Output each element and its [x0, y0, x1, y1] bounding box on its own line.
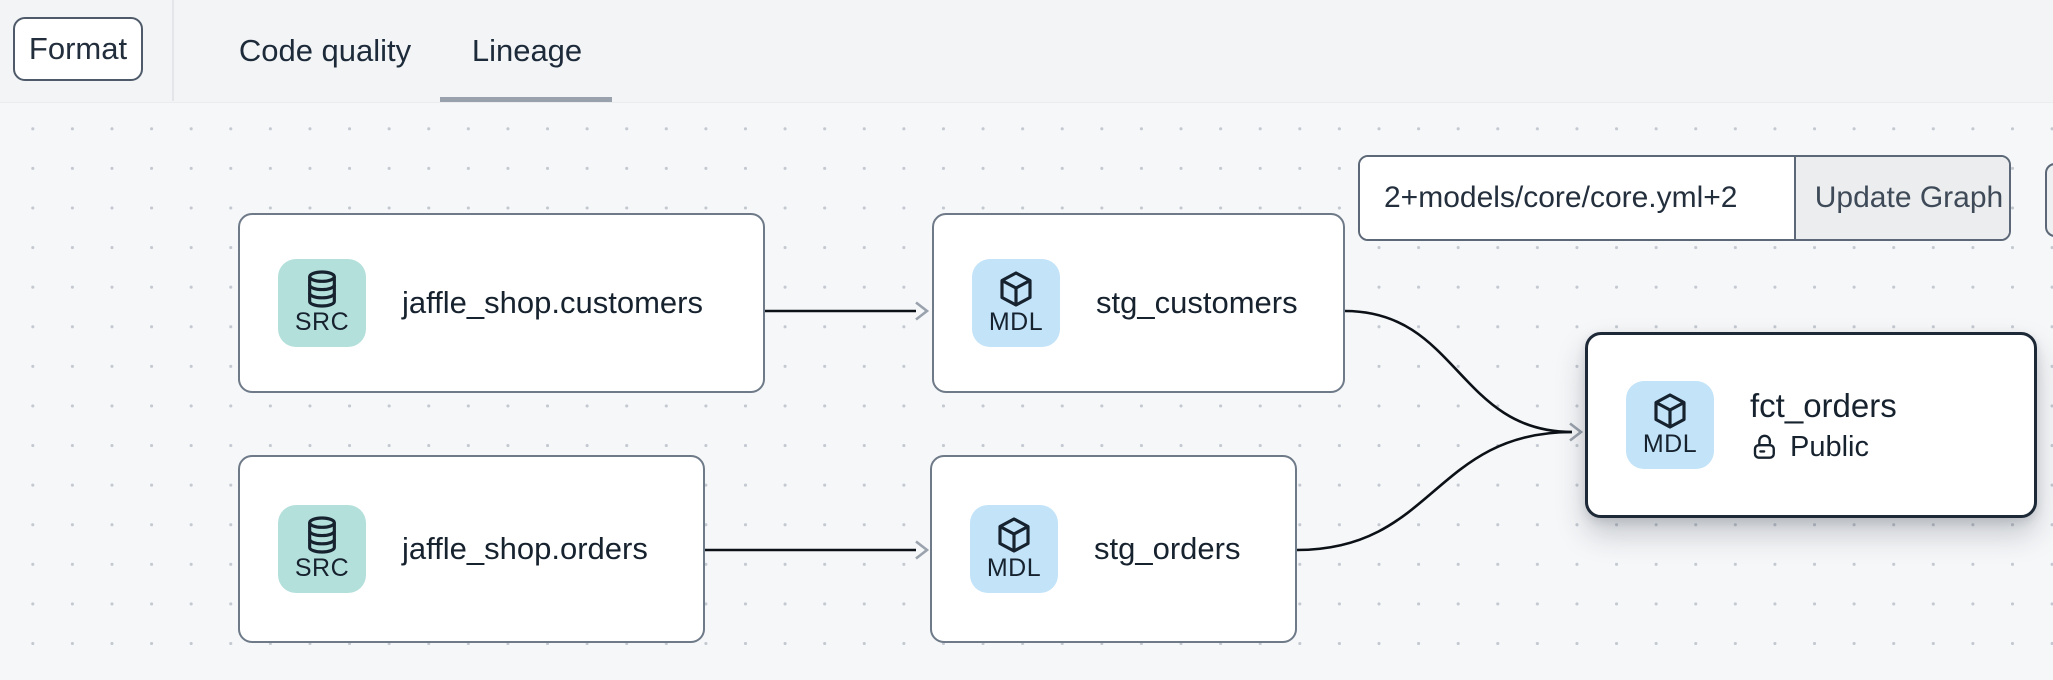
node-stg-orders[interactable]: MDL stg_orders [930, 455, 1297, 643]
cube-icon [1654, 393, 1686, 429]
arrowhead-stg-customers [915, 301, 930, 321]
lineage-selector-input[interactable] [1360, 157, 1794, 239]
model-badge: MDL [1626, 381, 1714, 469]
edge-stg-customers-to-fct-orders [1344, 309, 1573, 434]
node-label: stg_orders [1094, 531, 1241, 566]
badge-type-label: SRC [294, 308, 350, 336]
clipped-right-button[interactable] [2045, 163, 2053, 237]
model-badge: MDL [970, 505, 1058, 593]
database-icon [308, 270, 336, 308]
header-divider [172, 0, 174, 101]
cube-icon [1000, 271, 1032, 307]
source-badge: SRC [278, 505, 366, 593]
node-label: stg_customers [1096, 285, 1298, 320]
edge-stg-orders-to-fct-orders [1296, 430, 1573, 552]
tab-code-quality[interactable]: Code quality [238, 33, 412, 68]
unlock-icon [1753, 434, 1775, 459]
node-text-block: fct_orders Public [1750, 387, 1897, 464]
badge-type-label: SRC [294, 554, 350, 582]
model-badge: MDL [972, 259, 1060, 347]
badge-type-label: MDL [1642, 430, 1698, 458]
active-tab-indicator [440, 97, 612, 102]
badge-type-label: MDL [988, 308, 1044, 336]
badge-type-label: MDL [986, 554, 1042, 582]
update-graph-button[interactable]: Update Graph [1794, 157, 2009, 239]
access-label: Public [1790, 430, 1869, 463]
node-stg-customers[interactable]: MDL stg_customers [932, 213, 1345, 393]
source-badge: SRC [278, 259, 366, 347]
node-label: jaffle_shop.orders [402, 531, 648, 566]
lineage-canvas[interactable]: SRC jaffle_shop.customers MDL stg_custom… [0, 103, 2053, 680]
arrowhead-stg-orders [915, 540, 930, 560]
node-label: jaffle_shop.customers [402, 285, 703, 320]
lineage-selector-group: Update Graph [1358, 155, 2011, 241]
database-icon [308, 516, 336, 554]
node-fct-orders[interactable]: MDL fct_orders Public [1585, 332, 2037, 518]
cube-icon [998, 517, 1030, 553]
arrowhead-fct-orders [1569, 422, 1584, 442]
top-bar: Format Code quality Lineage [0, 0, 2053, 103]
tab-lineage[interactable]: Lineage [471, 33, 583, 68]
access-row: Public [1750, 431, 1897, 464]
format-button[interactable]: Format [13, 17, 143, 81]
node-jaffle-shop-orders[interactable]: SRC jaffle_shop.orders [238, 455, 705, 643]
node-jaffle-shop-customers[interactable]: SRC jaffle_shop.customers [238, 213, 765, 393]
node-label: fct_orders [1750, 386, 1897, 424]
